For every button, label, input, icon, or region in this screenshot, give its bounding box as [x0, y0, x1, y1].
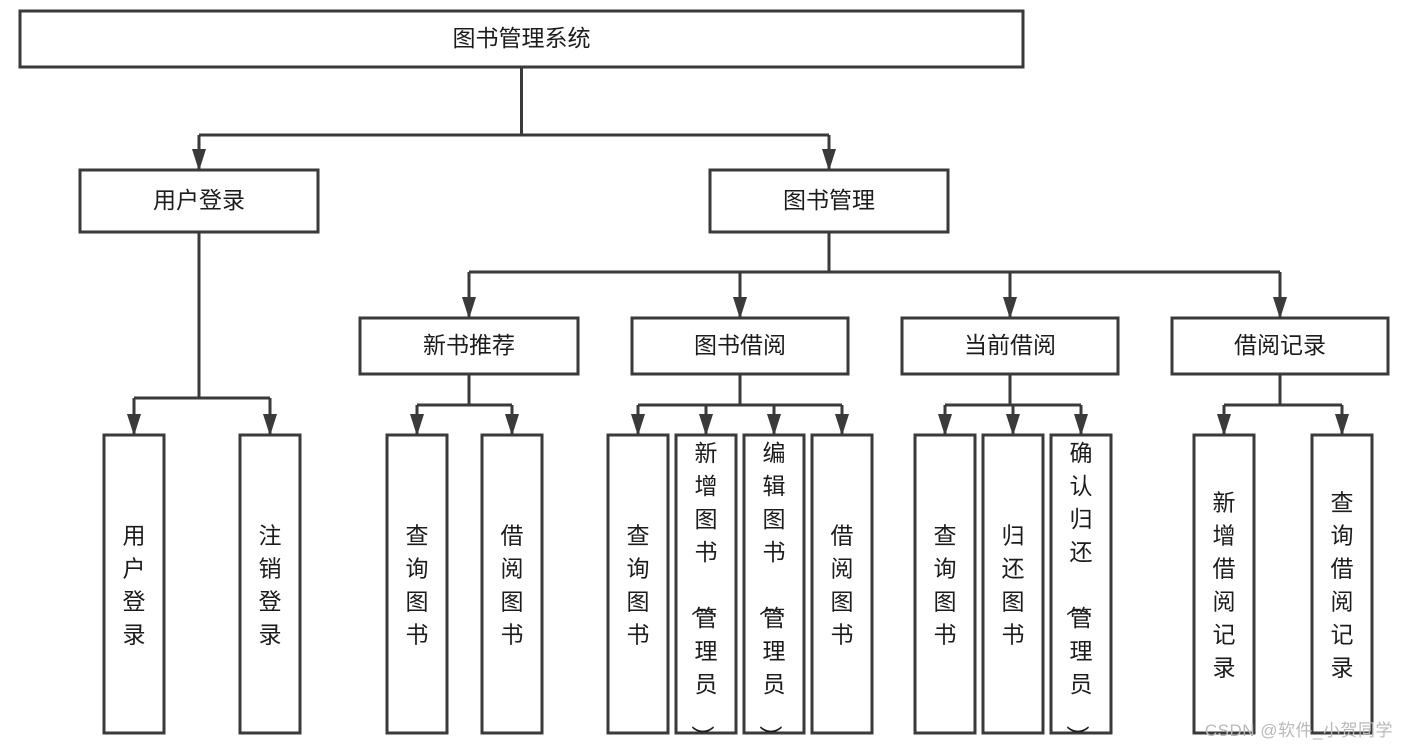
- node-label-leaf-query-1: 查询图书: [406, 523, 429, 648]
- arrow-head-icon: [1335, 414, 1349, 436]
- node-box-leaf-query-1[interactable]: [385, 433, 449, 735]
- node-box-leaf-query-3[interactable]: [913, 433, 977, 735]
- node-label-leaf-return: 归还图书: [1002, 523, 1025, 648]
- node-book-mgmt[interactable]: 图书管理: [708, 168, 950, 234]
- node-box-leaf-confirm[interactable]: [1049, 433, 1113, 735]
- node-leaf-edit-book[interactable]: 编辑图书（管理员）: [742, 433, 806, 747]
- node-label-leaf-query-2: 查询图书: [627, 523, 650, 648]
- arrow-head-icon: [1273, 297, 1287, 319]
- node-box-user-login[interactable]: [78, 168, 320, 234]
- node-label-new-book-rec: 新书推荐: [423, 332, 515, 358]
- node-label-book-borrow: 图书借阅: [694, 332, 786, 358]
- node-leaf-query-2[interactable]: 查询图书: [606, 433, 670, 735]
- arrow-head-icon: [733, 297, 747, 319]
- node-leaf-borrow-1[interactable]: 借阅图书: [480, 433, 544, 735]
- node-user-login[interactable]: 用户登录: [78, 168, 320, 234]
- node-box-leaf-login[interactable]: [102, 433, 166, 735]
- node-borrow-record[interactable]: 借阅记录: [1170, 316, 1390, 376]
- node-leaf-add-book[interactable]: 新增图书（管理员）: [674, 433, 738, 747]
- connector-group-book-mgmt: [462, 232, 1287, 319]
- node-label-leaf-login: 用户登录: [123, 523, 146, 648]
- arrow-head-icon: [938, 414, 952, 436]
- node-leaf-add-rec[interactable]: 新增借阅记录: [1192, 433, 1256, 735]
- arrow-head-icon: [192, 149, 206, 171]
- node-label-leaf-query-rec: 查询借阅记录: [1331, 490, 1354, 681]
- node-label-leaf-add-book: 新增图书（管理员）: [690, 440, 718, 747]
- node-box-leaf-edit-book[interactable]: [742, 433, 806, 735]
- connector-group-user-login: [127, 232, 277, 436]
- connector-group-book-borrow: [631, 374, 849, 436]
- node-label-root: 图书管理系统: [453, 25, 591, 51]
- node-label-leaf-logout: 注销登录: [259, 523, 282, 648]
- arrow-head-icon: [631, 414, 645, 436]
- node-label-leaf-confirm: 确认归还（管理员）: [1065, 440, 1093, 747]
- node-label-user-login: 用户登录: [153, 187, 245, 213]
- arrow-head-icon: [699, 414, 713, 436]
- node-box-book-mgmt[interactable]: [708, 168, 950, 234]
- node-label-book-mgmt: 图书管理: [783, 187, 875, 213]
- node-root[interactable]: 图书管理系统: [18, 9, 1025, 69]
- node-box-new-book-rec[interactable]: [358, 316, 580, 376]
- node-box-leaf-add-rec[interactable]: [1192, 433, 1256, 735]
- node-leaf-confirm[interactable]: 确认归还（管理员）: [1049, 433, 1113, 747]
- arrow-head-icon: [767, 414, 781, 436]
- arrow-head-icon: [835, 414, 849, 436]
- node-current-borrow[interactable]: 当前借阅: [900, 316, 1120, 376]
- node-box-leaf-borrow-1[interactable]: [480, 433, 544, 735]
- node-leaf-logout[interactable]: 注销登录: [238, 433, 302, 735]
- node-book-borrow[interactable]: 图书借阅: [630, 316, 850, 376]
- node-new-book-rec[interactable]: 新书推荐: [358, 316, 580, 376]
- node-box-leaf-return[interactable]: [981, 433, 1045, 735]
- node-label-borrow-record: 借阅记录: [1234, 332, 1326, 358]
- node-label-leaf-add-rec: 新增借阅记录: [1213, 490, 1236, 681]
- connectors-layer: [127, 67, 1349, 436]
- arrow-head-icon: [1006, 414, 1020, 436]
- arrow-head-icon: [1074, 414, 1088, 436]
- node-leaf-query-rec[interactable]: 查询借阅记录: [1310, 433, 1374, 735]
- arrow-head-icon: [127, 414, 141, 436]
- connector-group-root: [192, 67, 836, 171]
- node-box-leaf-add-book[interactable]: [674, 433, 738, 735]
- arrow-head-icon: [263, 414, 277, 436]
- node-label-leaf-borrow-2: 借阅图书: [831, 523, 854, 648]
- node-leaf-query-3[interactable]: 查询图书: [913, 433, 977, 735]
- node-leaf-return[interactable]: 归还图书: [981, 433, 1045, 735]
- arrow-head-icon: [822, 149, 836, 171]
- node-box-leaf-query-rec[interactable]: [1310, 433, 1374, 735]
- node-box-leaf-logout[interactable]: [238, 433, 302, 735]
- connector-group-current-borrow: [938, 374, 1088, 436]
- node-label-leaf-borrow-1: 借阅图书: [501, 523, 524, 648]
- arrow-head-icon: [1217, 414, 1231, 436]
- node-leaf-login[interactable]: 用户登录: [102, 433, 166, 735]
- connector-group-new-book-rec: [410, 374, 519, 436]
- node-box-current-borrow[interactable]: [900, 316, 1120, 376]
- node-leaf-query-1[interactable]: 查询图书: [385, 433, 449, 735]
- arrow-head-icon: [462, 297, 476, 319]
- node-box-leaf-borrow-2[interactable]: [810, 433, 874, 735]
- node-box-leaf-query-2[interactable]: [606, 433, 670, 735]
- arrow-head-icon: [1003, 297, 1017, 319]
- node-label-leaf-query-3: 查询图书: [934, 523, 957, 648]
- arrow-head-icon: [505, 414, 519, 436]
- node-box-borrow-record[interactable]: [1170, 316, 1390, 376]
- arrow-head-icon: [410, 414, 424, 436]
- nodes-layer: 图书管理系统用户登录图书管理新书推荐图书借阅当前借阅借阅记录用户登录注销登录查询…: [18, 9, 1390, 747]
- node-leaf-borrow-2[interactable]: 借阅图书: [810, 433, 874, 735]
- node-label-current-borrow: 当前借阅: [964, 332, 1056, 358]
- node-box-root[interactable]: [18, 9, 1025, 69]
- connector-group-borrow-record: [1217, 374, 1349, 436]
- node-box-book-borrow[interactable]: [630, 316, 850, 376]
- node-label-leaf-edit-book: 编辑图书（管理员）: [758, 440, 786, 747]
- csdn-watermark: CSDN @软件_小贺同学: [1204, 721, 1393, 740]
